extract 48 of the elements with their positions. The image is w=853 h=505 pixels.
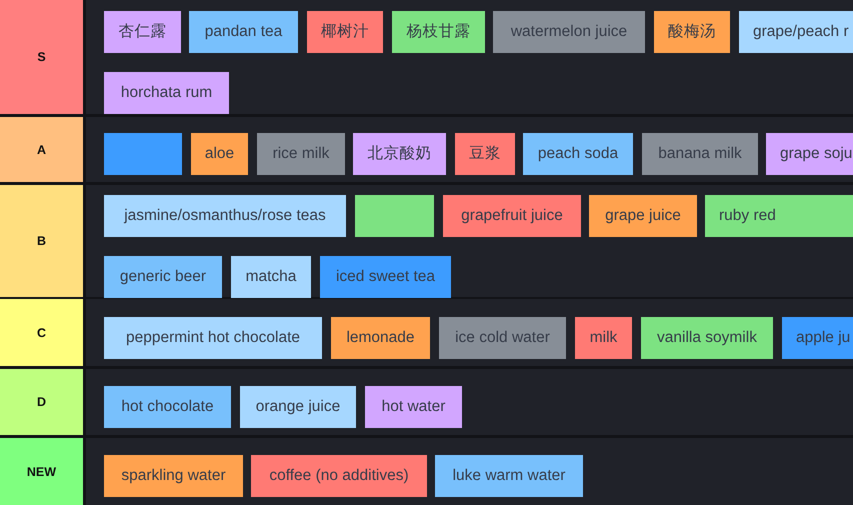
tier-label: S: [0, 0, 83, 114]
item-tile: grape/peach r: [739, 11, 853, 53]
item-tile: grape soju: [766, 133, 853, 175]
item-tile: ruby red: [705, 195, 853, 237]
item-tile: watermelon juice: [493, 11, 645, 53]
item-tile: 杨枝甘露: [392, 11, 485, 53]
item-tile: iced sweet tea: [320, 256, 451, 298]
item-tile: coffee (no additives): [251, 455, 427, 497]
item-tile: hot water: [365, 386, 462, 428]
item-tile: sparkling water: [104, 455, 243, 497]
tier-label: A: [0, 117, 83, 182]
item-tile: orange juice: [240, 386, 356, 428]
item-tile: horchata rum: [104, 72, 229, 114]
item-tile: peppermint hot chocolate: [104, 317, 322, 359]
item-tile: peach soda: [523, 133, 633, 175]
item-tile: lemonade: [331, 317, 430, 359]
item-tile: ice cold water: [439, 317, 566, 359]
tier-row: [0, 117, 853, 182]
item-tile: pandan tea: [189, 11, 298, 53]
item-tile: 酸梅汤: [654, 11, 730, 53]
tier-label: NEW: [0, 438, 83, 505]
item-tile: grape juice: [589, 195, 697, 237]
item-tile: generic beer: [104, 256, 222, 298]
tier-label: C: [0, 299, 83, 366]
item-tile: grapefruit juice: [443, 195, 581, 237]
tier-label: D: [0, 369, 83, 435]
item-tile: matcha: [231, 256, 311, 298]
item-tile: hot chocolate: [104, 386, 231, 428]
item-tile: apple ju: [782, 317, 853, 359]
item-tile: banana milk: [642, 133, 758, 175]
item-tile: 椰树汁: [307, 11, 383, 53]
tier-row: [0, 369, 853, 435]
item-tile: jasmine/osmanthus/rose teas: [104, 195, 346, 237]
tier-row: [0, 185, 853, 297]
item-tile: 杏仁露: [104, 11, 181, 53]
tier-row: [0, 438, 853, 505]
item-tile: milk: [575, 317, 632, 359]
item-tile: 豆浆: [455, 133, 515, 175]
tier-label: B: [0, 185, 83, 297]
item-tile: rice milk: [257, 133, 345, 175]
item-tile: luke warm water: [435, 455, 583, 497]
tier-row: [0, 0, 853, 114]
item-tile: [104, 133, 182, 175]
tier-row: [0, 299, 853, 366]
item-tile: aloe: [191, 133, 248, 175]
item-tile: 北京酸奶: [353, 133, 446, 175]
item-tile: [355, 195, 434, 237]
item-tile: vanilla soymilk: [641, 317, 773, 359]
